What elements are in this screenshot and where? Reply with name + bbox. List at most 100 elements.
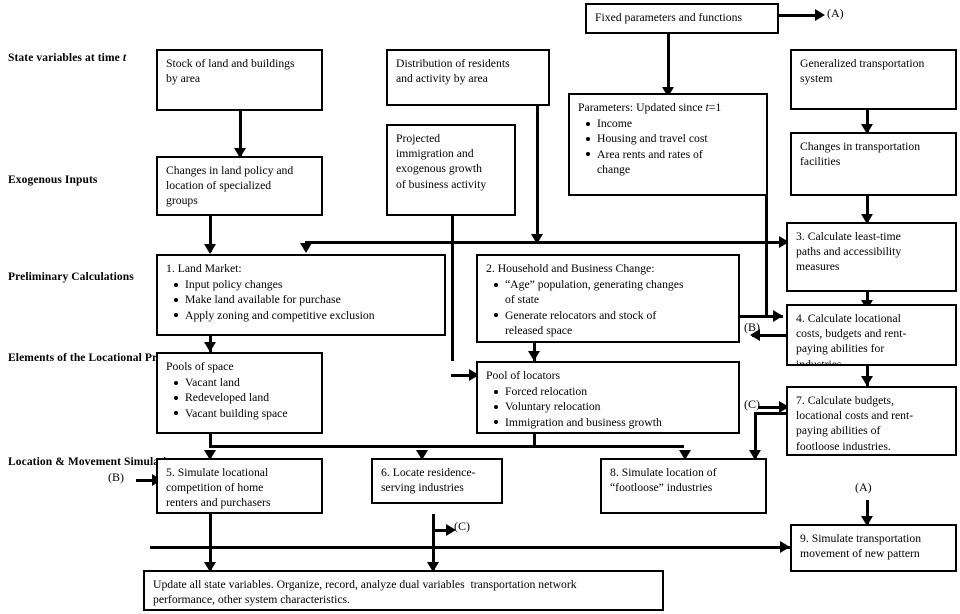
box-8-heading: 8. Simulate location of “footloose” indu… [610,466,717,495]
arrow-gentrans-to-changes [860,124,873,134]
arrow-landmarket-to-pools [203,342,216,352]
connector-box6-down [432,514,435,573]
tag-a-top: (A) [827,6,844,20]
list-item: Vacant land [174,375,314,390]
box-1-land-market[interactable]: 1. Land Market: Input policy changes Mak… [156,254,446,336]
box-pool-of-locators-list: Forced relocation Voluntary relocation I… [486,384,731,430]
box-parameters-updated[interactable]: Parameters: Updated since t=1 Income Hou… [568,93,768,196]
tag-b-left: (B) [108,470,124,484]
box-changes-land-policy[interactable]: Changes in land policy and location of s… [156,156,323,216]
box-generalized-transportation[interactable]: Generalized transportation system [790,49,957,110]
arrow-box4-to-box7 [860,376,873,386]
arrow-box6-to-update [426,562,439,572]
connector-changestrans-to-leasttime [866,196,869,222]
list-item: Immigration and business growth [494,415,731,430]
connector-box6-to-tag-c [432,529,452,532]
connector-box7-down [754,412,757,458]
connector-distribution-to-household [536,106,539,242]
connector-tag-a-to-box9 [866,500,869,524]
arrow-landpolicy-to-landmarket [203,244,216,254]
row-label-elements-locational-process: Elements of the Locational Process [8,352,183,364]
box-1-land-market-heading: 1. Land Market: [166,262,242,275]
box-2-household-business-change[interactable]: 2. Household and Business Change: “Age” … [476,254,740,343]
connector-bus-to-least-time [305,241,789,244]
box-stock-land-buildings-heading: Stock of land and buildings by area [166,57,295,86]
arrow-box5-to-update [203,562,216,572]
arrow-bus-to-box5 [203,450,216,460]
row-label-state-variables: State variables at time t [8,52,127,64]
connector-parameters-down [765,196,768,317]
box-pools-of-space[interactable]: Pools of space Vacant land Redeveloped l… [156,352,323,434]
box-5-heading: 5. Simulate locational competition of ho… [166,466,271,510]
box-changes-transportation-heading: Changes in transportation facilities [800,140,921,169]
box-7-calculate-budgets-footloose[interactable]: 7. Calculate budgets, locational costs a… [786,386,957,456]
list-item: Area rents and rates of change [586,147,759,177]
arrow-bus-to-least-time [779,235,789,248]
list-item: Make land available for purchase [174,292,437,307]
list-item: Vacant building space [174,406,314,421]
box-6-locate-residence-serving[interactable]: 6. Locate residence- serving industries [371,458,503,504]
connector-bottom-bus-to-box9 [150,546,790,549]
box-fixed-parameters-heading: Fixed parameters and functions [595,11,743,24]
connector-fixedparams-to-parameters [667,33,670,93]
connector-tag-c-to-box7 [758,406,788,409]
box-1-land-market-list: Input policy changes Make land available… [166,277,437,323]
row-label-exogenous-inputs: Exogenous Inputs [8,174,98,186]
arrow-tag-a-to-box9 [860,516,873,526]
box-fixed-parameters[interactable]: Fixed parameters and functions [585,3,779,34]
box-parameters-updated-heading: Parameters: Updated since t=1 [578,101,722,114]
tag-c-bottom: (C) [454,519,470,533]
connector-stock-to-landpolicy [239,110,242,156]
connector-household-box4-double [715,315,783,318]
list-item: “Age” population, generating changes of … [494,277,731,307]
box-5-simulate-locational-competition[interactable]: 5. Simulate locational competition of ho… [156,458,323,514]
arrow-bus-to-box8 [678,450,691,460]
connector-projected-to-pool [451,241,454,361]
list-item: Redeveloped land [174,390,314,405]
box-pools-of-space-heading: Pools of space [166,360,234,373]
box-4-calculate-locational-costs[interactable]: 4. Calculate locational costs, budgets a… [786,304,957,366]
box-stock-land-buildings[interactable]: Stock of land and buildings by area [156,49,323,111]
tag-b-right: (B) [744,320,760,334]
box-3-heading: 3. Calculate least-time paths and access… [796,230,902,274]
connector-locators-down [533,434,536,447]
arrow-distribution-to-household [530,234,543,244]
connector-gentrans-to-changes [866,110,869,132]
list-item: Income [586,116,759,131]
box-changes-land-policy-heading: Changes in land policy and location of s… [166,164,294,208]
connector-bus-to-sim-boxes [209,445,684,448]
box-pool-of-locators[interactable]: Pool of locators Forced relocation Volun… [476,361,740,434]
arrow-stock-to-landpolicy [233,148,246,158]
box-changes-transportation[interactable]: Changes in transportation facilities [790,132,957,196]
box-distribution-residents-heading: Distribution of residents and activity b… [396,57,510,86]
connector-fixedparams-to-a [779,14,817,17]
arrow-to-box4 [773,309,783,322]
connector-box5-down [209,514,212,573]
connector-pools-down [209,434,212,447]
box-projected-immigration-heading: Projected immigration and exogenous grow… [396,132,487,191]
box-7-heading: 7. Calculate budgets, locational costs a… [796,394,914,453]
box-distribution-residents[interactable]: Distribution of residents and activity b… [386,49,550,106]
box-generalized-transportation-heading: Generalized transportation system [800,57,925,86]
box-2-heading: 2. Household and Business Change: [486,262,655,275]
box-pools-of-space-list: Vacant land Redeveloped land Vacant buil… [166,375,314,421]
box-8-simulate-footloose[interactable]: 8. Simulate location of “footloose” indu… [600,458,767,514]
box-9-simulate-transportation-movement[interactable]: 9. Simulate transportation movement of n… [790,524,957,572]
connector-landpolicy-to-landmarket [209,216,212,252]
row-label-location-movement-simulation: Location & Movement Simulation [8,456,179,468]
box-4-heading: 4. Calculate locational costs, budgets a… [796,312,907,366]
box-projected-immigration[interactable]: Projected immigration and exogenous grow… [386,124,516,216]
box-3-calculate-least-time[interactable]: 3. Calculate least-time paths and access… [786,222,957,292]
arrow-projected-into-locators [469,368,479,381]
list-item: Forced relocation [494,384,731,399]
box-update-state-variables-heading: Update all state variables. Organize, re… [153,578,577,607]
connector-tag-b-to-box5 [136,479,158,482]
box-update-state-variables[interactable]: Update all state variables. Organize, re… [143,570,664,611]
row-label-preliminary-calculations: Preliminary Calculations [8,271,134,283]
box-6-heading: 6. Locate residence- serving industries [381,466,476,495]
box-9-heading: 9. Simulate transportation movement of n… [800,532,922,561]
connector-box7-left [754,412,790,415]
arrow-fixedparams-to-a [815,8,825,21]
tag-c-right: (C) [744,397,760,411]
